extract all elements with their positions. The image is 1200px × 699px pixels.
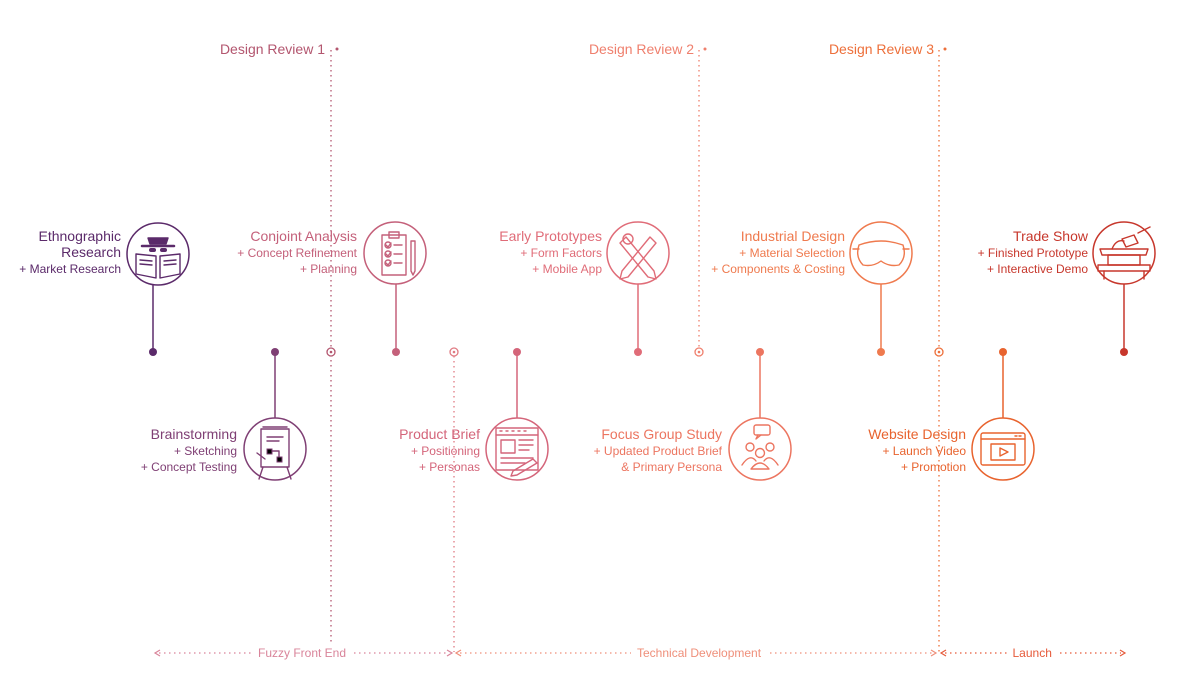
milestone-detail: + Components & Costing	[711, 262, 845, 276]
phase-arrow-right	[446, 649, 454, 657]
booth-icon	[1092, 221, 1156, 285]
icon-circle	[243, 417, 307, 481]
group-chat-icon	[728, 417, 792, 481]
milestone-detail: + Concept Refinement	[237, 246, 357, 260]
milestone-detail: + Launch Video	[882, 444, 966, 458]
design-review-label: Design Review 3	[828, 41, 934, 57]
milestone-detail: + Planning	[299, 262, 357, 276]
icon-circle	[849, 221, 913, 285]
phase-arrow-right	[1119, 649, 1127, 657]
milestone-title: Industrial Design	[740, 228, 845, 244]
phase-arrow-left	[454, 649, 462, 657]
milestone-title: Brainstorming	[150, 426, 237, 442]
milestone-dot	[634, 348, 642, 356]
milestone-dot	[513, 348, 521, 356]
milestone-dot	[877, 348, 885, 356]
icon-circle	[606, 221, 670, 285]
milestone-title: Conjoint Analysis	[250, 228, 357, 244]
milestone-detail: & Primary Persona	[621, 460, 722, 474]
milestone-dot	[756, 348, 764, 356]
review-label-dot	[335, 47, 339, 51]
milestone-detail: + Material Selection	[739, 246, 845, 260]
milestone-dot	[149, 348, 157, 356]
milestone-title: Research	[61, 244, 121, 260]
review-label-dot	[703, 47, 707, 51]
icon-circle	[126, 222, 190, 286]
phase-label: Fuzzy Front End	[252, 645, 353, 661]
flipchart-icon	[243, 417, 307, 481]
milestone-detail: + Positioning	[410, 444, 480, 458]
milestone-title: Website Design	[868, 426, 966, 442]
milestone-title: Ethnographic	[38, 228, 121, 244]
milestone-title: Focus Group Study	[601, 426, 722, 442]
spy-reading-icon	[126, 222, 190, 286]
milestone-detail: + Finished Prototype	[977, 246, 1088, 260]
pencil-tools-icon	[606, 221, 670, 285]
clipboard-checklist-icon	[363, 221, 427, 285]
milestone-dot	[392, 348, 400, 356]
milestone-detail: + Personas	[418, 460, 480, 474]
milestone-detail: + Interactive Demo	[986, 262, 1088, 276]
design-review-label: Design Review 1	[219, 41, 325, 57]
milestone-title: Early Prototypes	[499, 228, 602, 244]
icon-circle	[485, 417, 549, 481]
milestone-detail: + Mobile App	[532, 262, 602, 276]
milestone-detail: + Promotion	[900, 460, 966, 474]
milestone-detail: + Concept Testing	[140, 460, 237, 474]
milestone-dot	[999, 348, 1007, 356]
phase-arrow-left	[939, 649, 947, 657]
milestone-title: Trade Show	[1013, 228, 1088, 244]
phase-arrow-left	[153, 649, 161, 657]
milestone-detail: + Market Research	[19, 262, 121, 276]
sleep-mask-icon	[849, 221, 913, 285]
design-review-label: Design Review 2	[588, 41, 694, 57]
phase-arrow-right	[930, 649, 938, 657]
wireframe-icon	[485, 417, 549, 481]
milestone-detail: + Sketching	[173, 444, 237, 458]
phase-label: Technical Development	[631, 645, 768, 661]
icon-circle	[1092, 221, 1156, 285]
milestone-dot	[1120, 348, 1128, 356]
milestone-detail: + Updated Product Brief	[593, 444, 722, 458]
milestone-title: Product Brief	[399, 426, 480, 442]
milestone-detail: + Form Factors	[520, 246, 602, 260]
phase-label: Launch	[1006, 645, 1058, 661]
review-label-dot	[943, 47, 947, 51]
milestone-dot	[271, 348, 279, 356]
browser-video-icon	[971, 417, 1035, 481]
